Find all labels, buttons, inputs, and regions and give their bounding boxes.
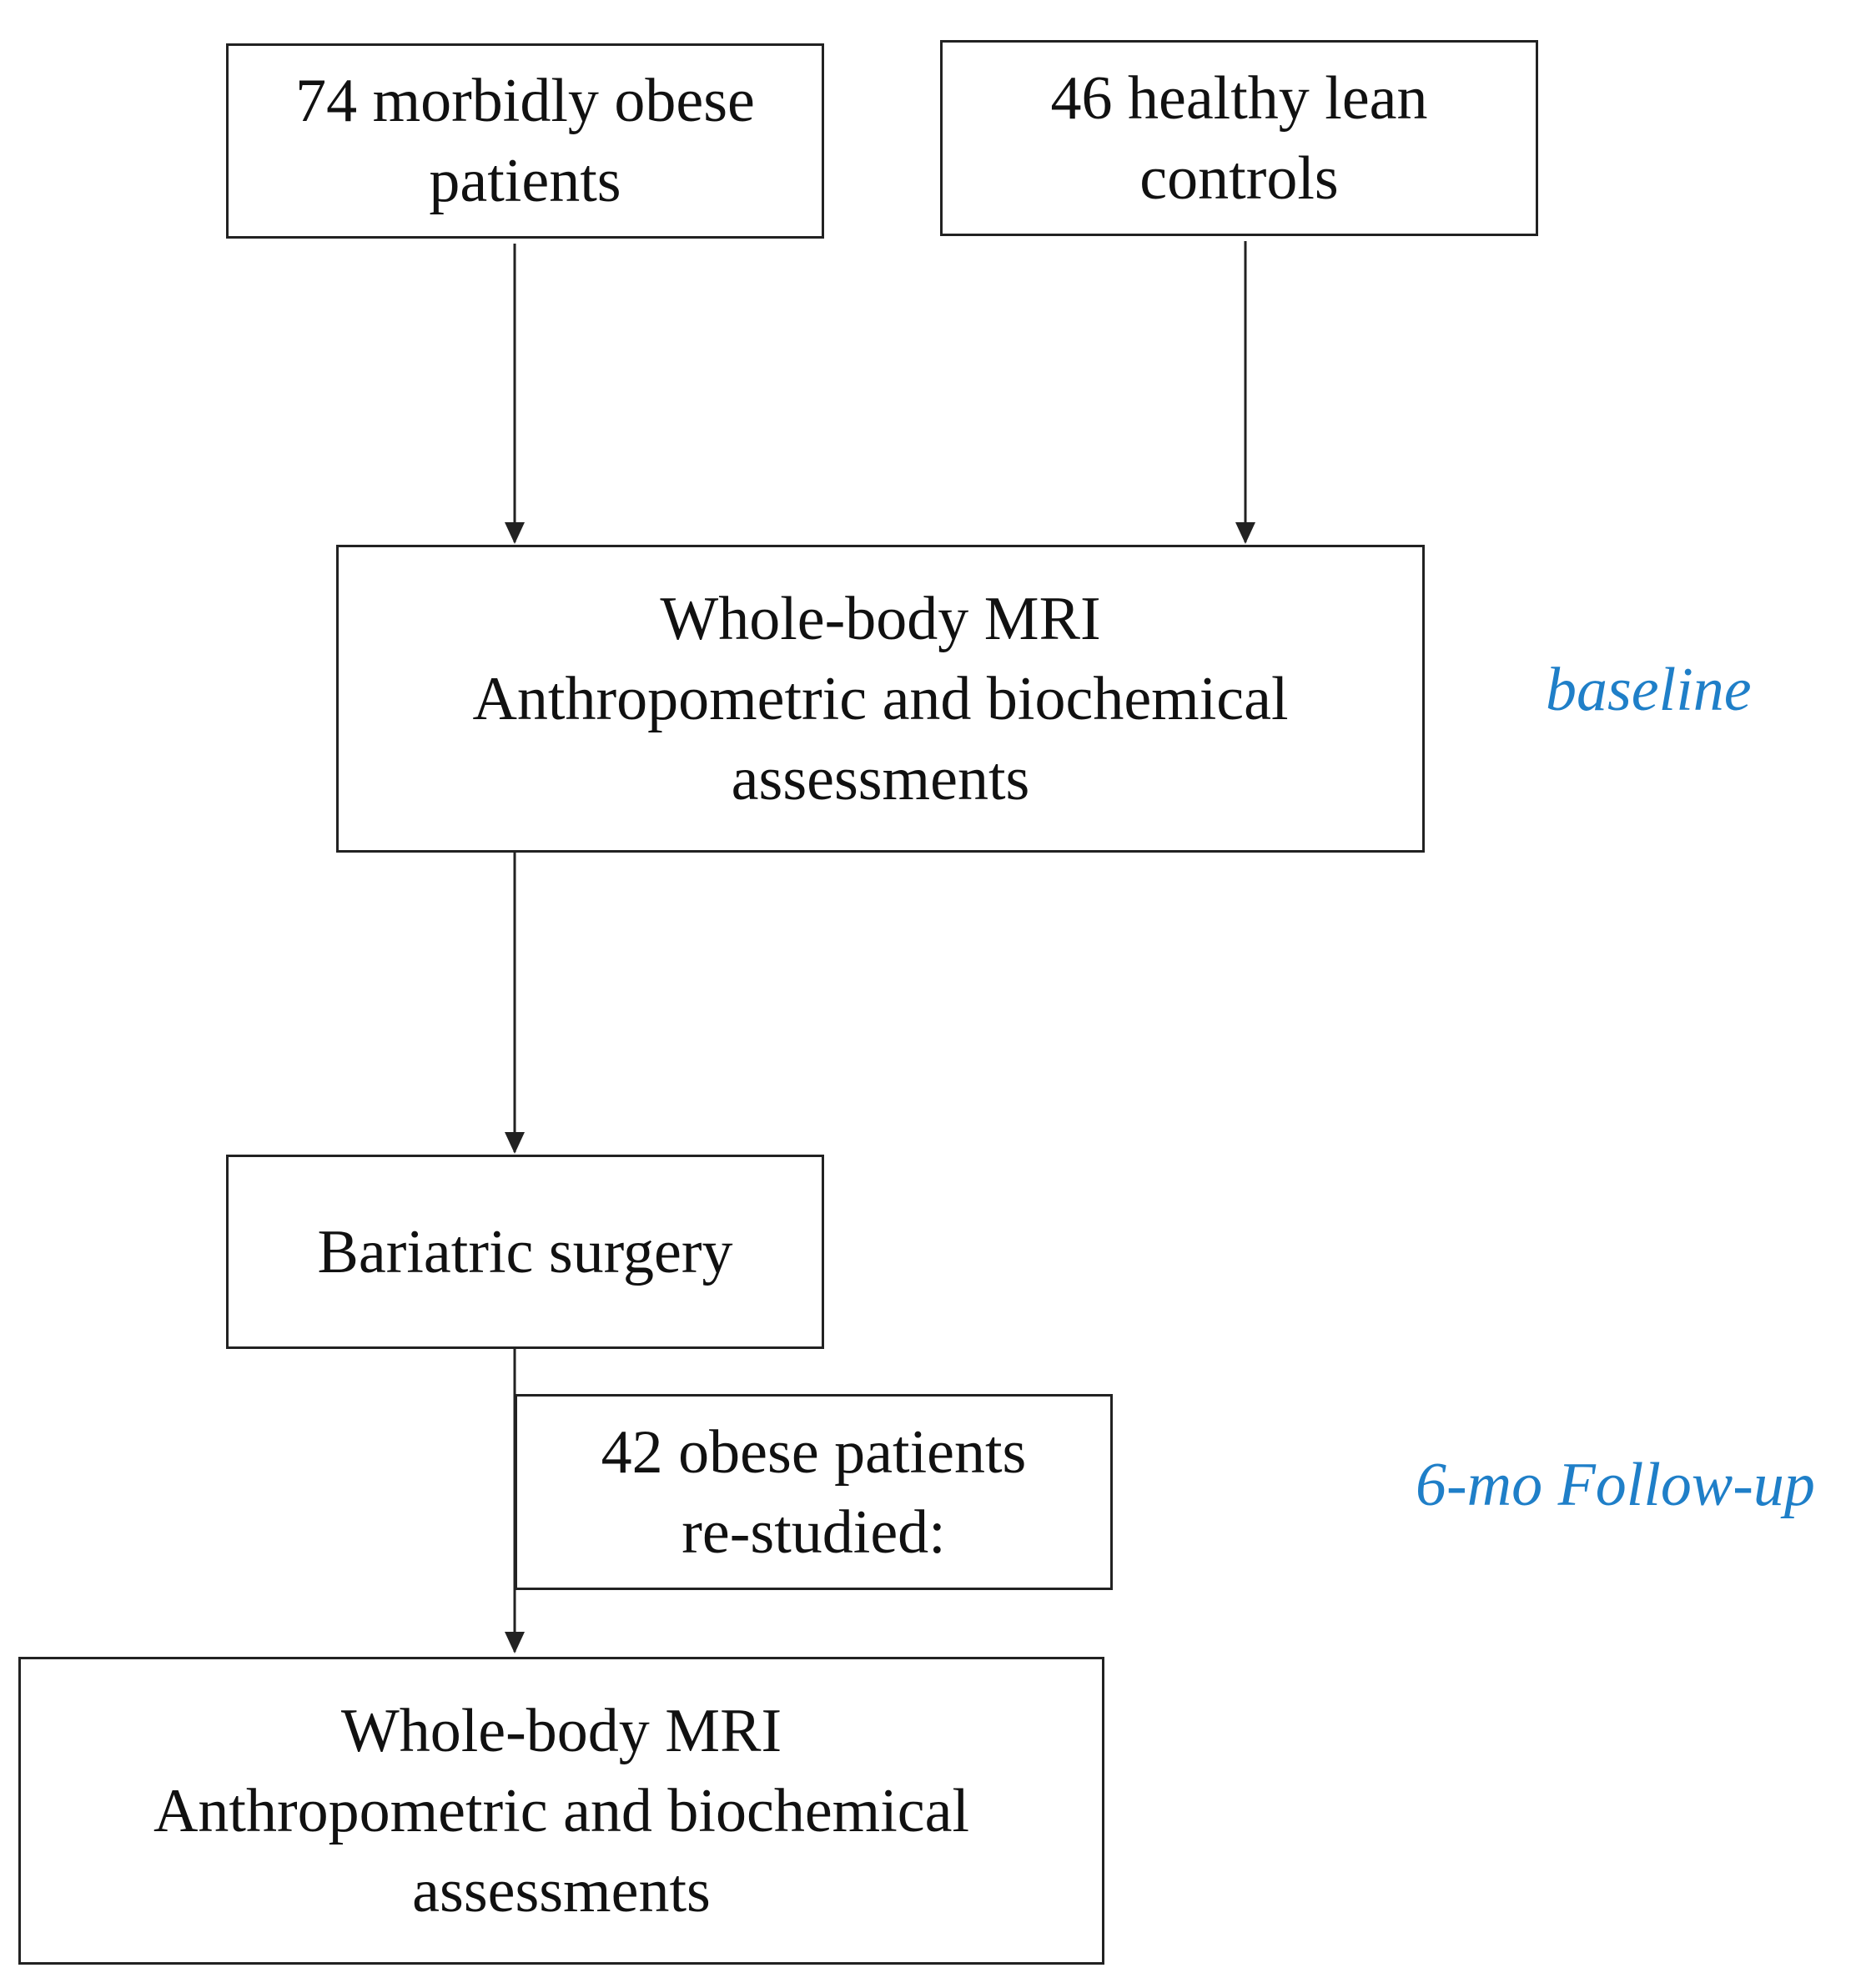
arrowhead-surgery-to-followup (505, 1632, 525, 1653)
restudied-line-1: 42 obese patients (601, 1417, 1027, 1487)
arrowhead-controls-to-baseline (1235, 522, 1255, 544)
lean-controls-line-2: controls (1139, 143, 1339, 213)
followup-assessment-line-1: Whole-body MRI (340, 1696, 782, 1765)
followup-assessment-box: Whole-body MRI Anthropometric and bioche… (18, 1657, 1104, 1965)
baseline-assessment-line-2: Anthropometric and biochemical (472, 664, 1289, 733)
lean-controls-box: 46 healthy lean controls (940, 40, 1538, 236)
obese-patients-line-2: patients (429, 147, 621, 215)
obese-patients-box: 74 morbidly obese patients (226, 43, 824, 239)
baseline-assessment-box: Whole-body MRI Anthropometric and bioche… (336, 545, 1425, 853)
restudied-box: 42 obese patients re-studied: (515, 1394, 1113, 1590)
obese-patients-line-1: 74 morbidly obese (295, 67, 755, 135)
followup-phase-label: 6-mo Follow-up (1416, 1451, 1815, 1519)
followup-assessment-line-2: Anthropometric and biochemical (153, 1776, 970, 1845)
restudied-line-2: re-studied: (682, 1497, 946, 1567)
baseline-assessment-line-1: Whole-body MRI (660, 584, 1101, 653)
arrowhead-obese-to-baseline (505, 522, 525, 544)
bariatric-surgery-box: Bariatric surgery (226, 1155, 824, 1349)
baseline-phase-label: baseline (1546, 656, 1752, 724)
arrowhead-baseline-to-surgery (505, 1132, 525, 1154)
lean-controls-line-1: 46 healthy lean (1050, 63, 1428, 133)
followup-assessment-line-3: assessments (412, 1856, 711, 1925)
baseline-assessment-line-3: assessments (731, 744, 1030, 813)
bariatric-surgery-label: Bariatric surgery (317, 1217, 733, 1286)
